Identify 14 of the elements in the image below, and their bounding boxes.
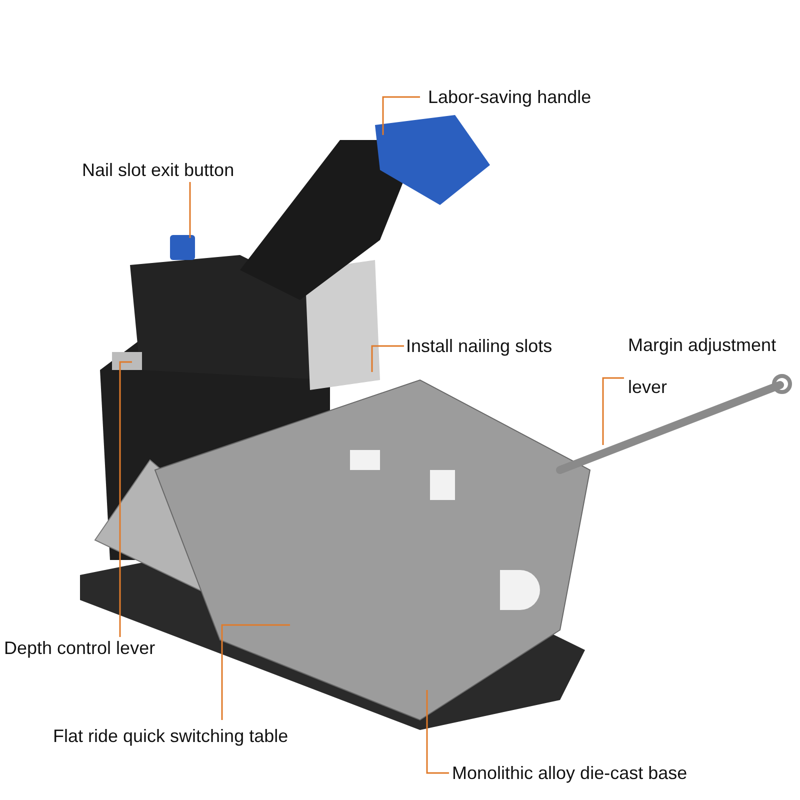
callout-label: Monolithic alloy die-cast base bbox=[452, 762, 688, 784]
leader-line bbox=[426, 690, 449, 774]
leader-line bbox=[221, 624, 290, 720]
leader-line bbox=[382, 96, 420, 135]
callout-label: Nail slot exit button bbox=[82, 159, 234, 181]
leader-line bbox=[371, 345, 404, 372]
leader-line bbox=[189, 182, 191, 238]
leader-line bbox=[602, 377, 624, 445]
leader-line bbox=[119, 361, 132, 637]
callout-label: Flat ride quick switching table bbox=[53, 725, 288, 747]
callout-label: Install nailing slots bbox=[406, 335, 552, 357]
callout-label: Depth control lever bbox=[4, 637, 156, 659]
callout-label: Margin adjustment lever bbox=[628, 324, 793, 408]
callout-label: Labor-saving handle bbox=[428, 86, 592, 108]
